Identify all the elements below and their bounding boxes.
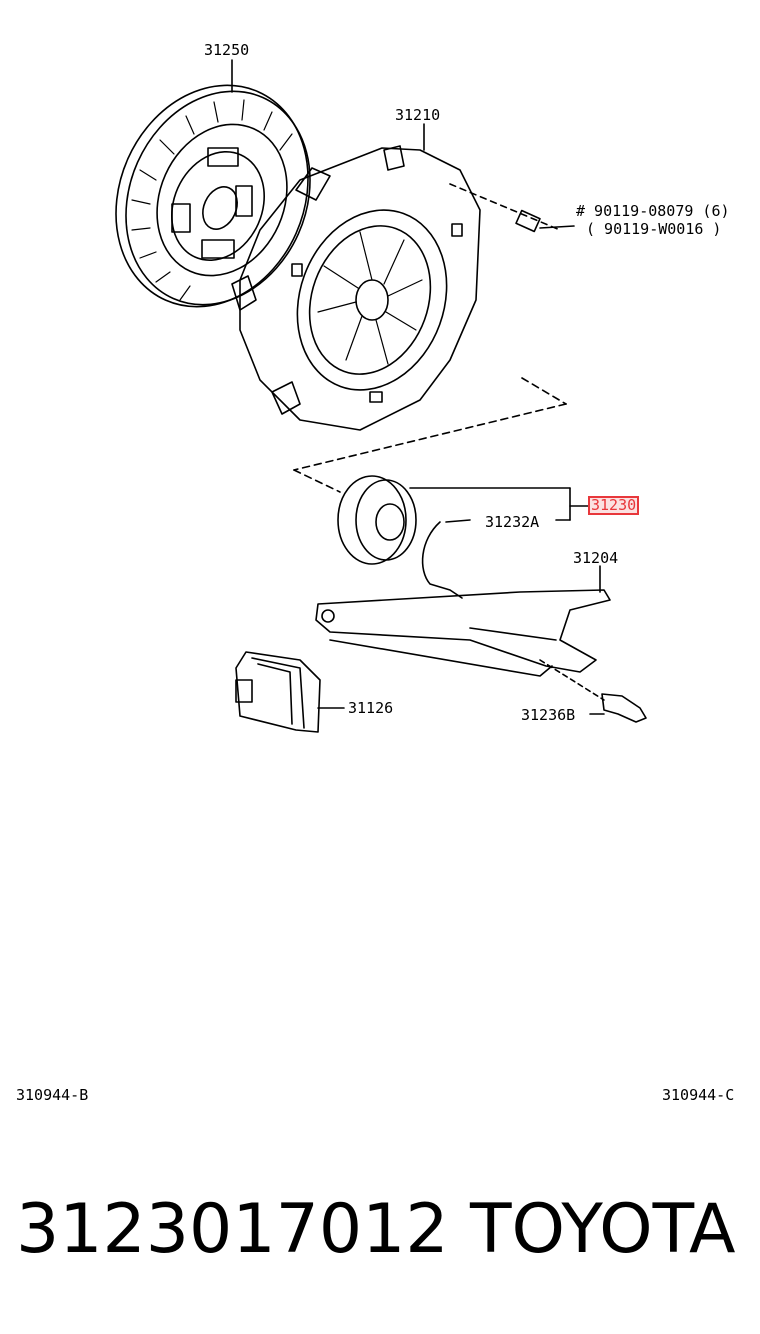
- label-bearing-clip: 31232A: [485, 513, 540, 531]
- release-fork-drawing: [315, 565, 647, 723]
- bolt-drawing: [449, 183, 575, 233]
- part-number: 3123017012: [16, 1190, 449, 1269]
- label-release-bearing-highlighted[interactable]: 31230: [588, 496, 640, 515]
- assembly-guide-lines: [293, 377, 567, 493]
- clutch-disc-drawing: [115, 59, 311, 308]
- label-fork-support: 31236B: [521, 706, 576, 724]
- label-bolt-alt: ( 90119-W0016 ): [586, 220, 722, 238]
- release-bearing-drawing: [337, 475, 589, 599]
- label-clutch-disc: 31250: [204, 41, 250, 59]
- fork-boot-drawing: [235, 651, 345, 733]
- diagram-code-left: 310944-B: [16, 1086, 89, 1104]
- label-release-fork: 31204: [573, 549, 619, 567]
- clutch-cover-drawing: [231, 123, 481, 431]
- brand-name: TOYOTA: [470, 1190, 736, 1269]
- diagram-code-right: 310944-C: [662, 1086, 735, 1104]
- label-bolt-part: # 90119-08079 (6): [576, 202, 730, 220]
- exploded-parts-diagram: [115, 59, 647, 733]
- label-clutch-cover: 31210: [395, 106, 441, 124]
- label-fork-boot: 31126: [348, 699, 394, 717]
